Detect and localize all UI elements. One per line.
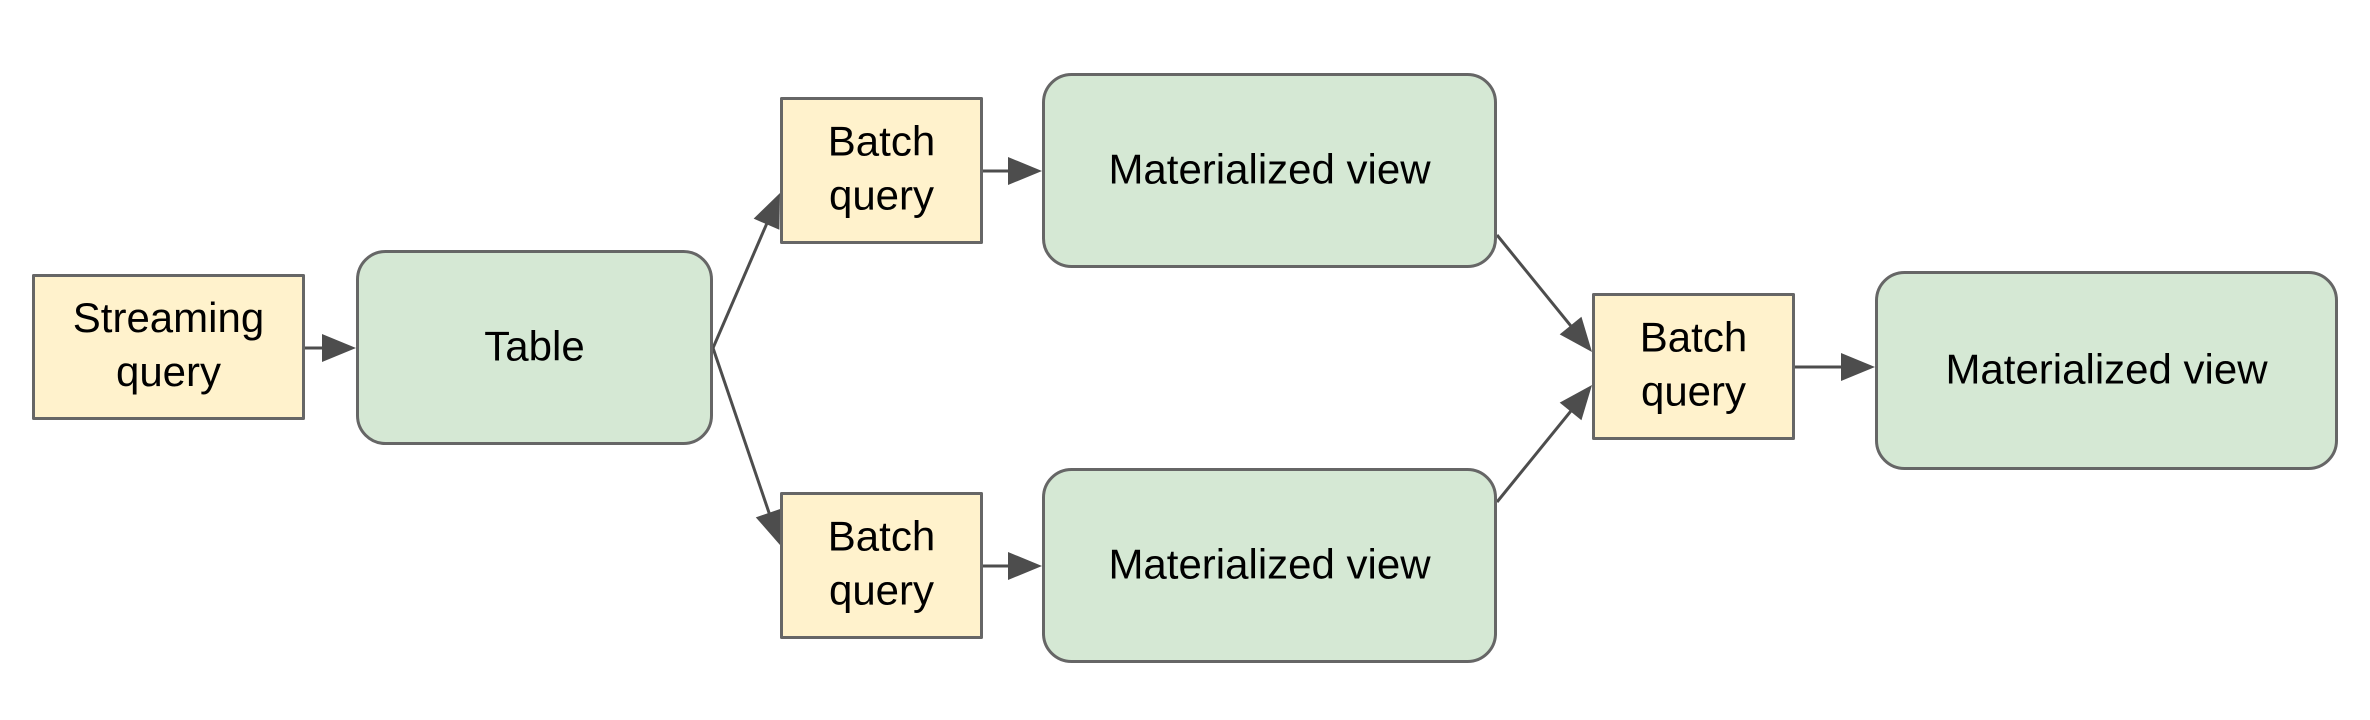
edge-arrowhead [1008,157,1042,185]
edge-line [1495,234,1575,330]
node-label: Batch [828,513,935,560]
node-label: Batch [828,118,935,165]
node-shape[interactable] [1042,468,1497,663]
edge-arrowhead [322,334,356,362]
edge-materialized-view-top-to-batch-query-merge [1495,234,1592,352]
node-shape[interactable] [1042,73,1497,268]
edge-arrowhead [1841,353,1875,381]
edge-table-to-batch-query-bottom [711,347,783,545]
edge-materialized-view-bottom-to-batch-query-merge [1495,385,1592,503]
edge-line [1495,407,1575,503]
node-shape[interactable] [32,274,305,420]
node-label: Materialized view [1945,346,2268,393]
node-streaming-query[interactable]: Streaming query [32,274,305,420]
edge-arrowhead [1559,316,1592,352]
edges-layer [305,157,1875,580]
node-materialized-view-top[interactable]: Materialized view [1042,73,1497,268]
edge-batch-query-merge-to-materialized-view-final [1795,353,1875,381]
node-label: query [829,567,934,614]
node-shape[interactable] [780,97,983,244]
node-label: Table [484,323,584,370]
node-label: Streaming [73,294,264,341]
edge-batch-query-bottom-to-materialized-view-bottom [983,552,1042,580]
edge-line [711,219,770,349]
node-label: Materialized view [1108,146,1431,193]
node-label: query [116,348,221,395]
node-batch-query-bottom[interactable]: Batch query [780,492,983,639]
edge-batch-query-top-to-materialized-view-top [983,157,1042,185]
edge-arrowhead [755,508,783,545]
nodes-layer: StreamingqueryTableBatchqueryMaterialize… [32,73,2338,663]
node-materialized-view-final[interactable]: Materialized view [1875,271,2338,470]
node-materialized-view-bottom[interactable]: Materialized view [1042,468,1497,663]
node-batch-query-merge[interactable]: Batch query [1592,293,1795,440]
node-batch-query-top[interactable]: Batch query [780,97,983,244]
edge-arrowhead [1559,385,1592,421]
node-shape[interactable] [356,250,713,445]
node-table[interactable]: Table [356,250,713,445]
node-label: query [1641,368,1746,415]
node-label: query [829,172,934,219]
edge-arrowhead [753,193,780,230]
edge-table-to-batch-query-top [711,193,780,349]
edge-line [711,347,772,518]
edge-streaming-query-to-table [305,334,356,362]
node-label: Batch [1640,314,1747,361]
edge-arrowhead [1008,552,1042,580]
node-shape[interactable] [1592,293,1795,440]
node-shape[interactable] [780,492,983,639]
node-label: Materialized view [1108,541,1431,588]
node-shape[interactable] [1875,271,2338,470]
